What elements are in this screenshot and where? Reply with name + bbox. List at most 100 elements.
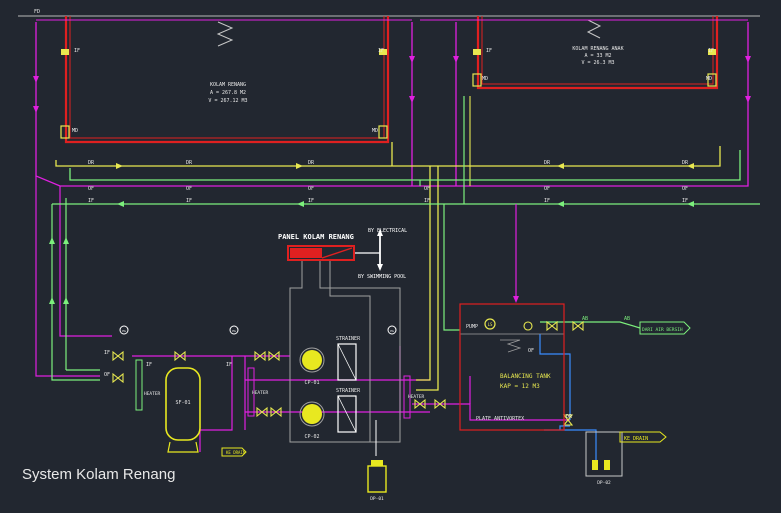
flow-arrow-of-7: [49, 297, 55, 304]
valve-4: [254, 350, 266, 362]
flow-arrow-of-2: [297, 201, 304, 207]
label-dr-2: DR: [186, 160, 193, 166]
drain-tag-filter: [221, 447, 247, 457]
flow-arrow-if-4: [409, 96, 415, 103]
valve-10: [546, 320, 558, 332]
balancing-tank: [459, 303, 565, 431]
flow-arrow-dr-1: [116, 163, 123, 169]
label-if-1: IF: [88, 198, 94, 204]
inlet-fitting-2: [379, 49, 387, 55]
label-dr-tank: DR: [566, 414, 573, 420]
flow-arrow-of-8: [63, 297, 69, 304]
circulation-pump-2: [302, 404, 322, 424]
panel-cabling-inner: [329, 260, 371, 442]
kids-pool-area: A = 33 M2: [584, 53, 611, 59]
strainer-label-2: STRAINER: [336, 388, 361, 394]
level-switch-label: LS: [488, 322, 493, 327]
flow-arrow-if-3: [409, 56, 415, 63]
main-pool-water-mark: [216, 21, 234, 47]
dosing-pump-cap: [371, 460, 383, 466]
label-of-equip-2: OF: [528, 348, 534, 354]
dr-main-drain: [55, 146, 721, 167]
label-of-equip-1: OF: [104, 372, 110, 378]
pressure-gauge-label-2: PG: [232, 329, 236, 333]
sand-filter-tank: [165, 367, 201, 441]
flow-arrow-if-7: [745, 96, 751, 103]
blue-drain-to-pit: [544, 429, 597, 470]
label-if-5: IF: [544, 198, 550, 204]
label-md-3: MD: [482, 76, 488, 82]
water-source-tag: [639, 321, 691, 335]
label-fd: FD: [34, 9, 40, 15]
label-if-2: IF: [186, 198, 192, 204]
inlet-fitting-4: [708, 49, 716, 55]
flow-arrow-dr-4: [687, 163, 694, 169]
label-if-equip-1: IF: [146, 362, 152, 368]
balancing-tank-capacity: KAP = 12 M3: [500, 383, 540, 390]
valve-5: [268, 350, 280, 362]
drain-tag-filter-label: KE DRAIN: [226, 450, 246, 455]
label-if-4: IF: [424, 198, 430, 204]
label-of-2: OF: [186, 186, 192, 192]
drain-pump-label: DP-02: [597, 480, 611, 486]
strainer-label-1: STRAINER: [336, 336, 361, 342]
pressure-gauge-1: [119, 325, 129, 335]
drain-pump-b: [604, 460, 610, 470]
heater-2: [247, 367, 255, 417]
main-drain-fitting-4: [707, 73, 717, 87]
flow-arrow-dr-3: [557, 163, 564, 169]
valve-6: [256, 406, 268, 418]
label-dr-3: DR: [308, 160, 315, 166]
blue-drain-link: [559, 425, 570, 430]
main-drain-fitting-3: [472, 73, 482, 87]
valve-9: [434, 398, 446, 410]
label-md-4: MD: [706, 76, 712, 82]
label-md-1: MD: [72, 128, 78, 134]
circulation-pump-1: [302, 350, 322, 370]
label-if-inlet-3: IF: [486, 48, 492, 54]
blue-drain-line: [539, 334, 571, 420]
main-pool-volume: V = 267.12 M3: [208, 98, 247, 104]
balancing-tank-pump-label: PUMP: [466, 324, 478, 330]
label-of-5: OF: [544, 186, 550, 192]
label-if-6: IF: [682, 198, 688, 204]
panel-cabling-frame: [289, 260, 401, 443]
main-pool-name: KOLAM RENANG: [210, 82, 246, 88]
label-if-inlet-4: IF: [708, 48, 714, 54]
water-source-tag-label: DARI AIR BERSIH: [642, 327, 683, 333]
panel-diagonal: [321, 247, 353, 259]
label-if-inlet-1: IF: [74, 48, 80, 54]
panel-to-pool: BY SWIMMING POOL: [358, 274, 406, 280]
label-dr-1: DR: [88, 160, 95, 166]
drain-tag-pit-label: KE DRAIN: [624, 436, 648, 442]
float-valve: [523, 321, 533, 331]
valve-2: [112, 372, 124, 384]
heater-label-2: HEATER: [252, 390, 269, 396]
antivortex-plate-label: PLATE ANTIVORTEX: [476, 416, 524, 422]
label-md-2: MD: [372, 128, 378, 134]
kids-pool-volume: V = 26.3 M3: [581, 60, 614, 66]
if-to-antivortex: [412, 403, 570, 421]
pressure-gauge-3: [387, 325, 397, 335]
label-if-3: IF: [308, 198, 314, 204]
of-left-down-2: [51, 204, 100, 381]
heater-label-1: HEATER: [144, 391, 161, 397]
panel-to-electrical: BY ELECTRICAL: [368, 228, 407, 234]
valve-11: [572, 320, 584, 332]
pressure-gauge-label-3: PG: [390, 329, 394, 333]
ab-label-2: AB: [624, 316, 630, 322]
strainer-mesh-2: [337, 395, 357, 433]
main-drain-fitting-1: [60, 125, 70, 139]
flow-arrow-dr-2: [296, 163, 303, 169]
pressure-gauge-2: [229, 325, 239, 335]
main-pool-inner-wall: [69, 16, 385, 139]
label-of-6: OF: [682, 186, 688, 192]
flow-arrow-if-2: [33, 106, 39, 113]
strainer-2: [337, 395, 357, 433]
pump-label-1: CP-01: [304, 380, 319, 386]
inlet-fitting-1: [61, 49, 69, 55]
flow-arrow-of-3: [557, 201, 564, 207]
valve-1: [112, 350, 124, 362]
dr-down-to-pumps-2: [416, 166, 439, 391]
